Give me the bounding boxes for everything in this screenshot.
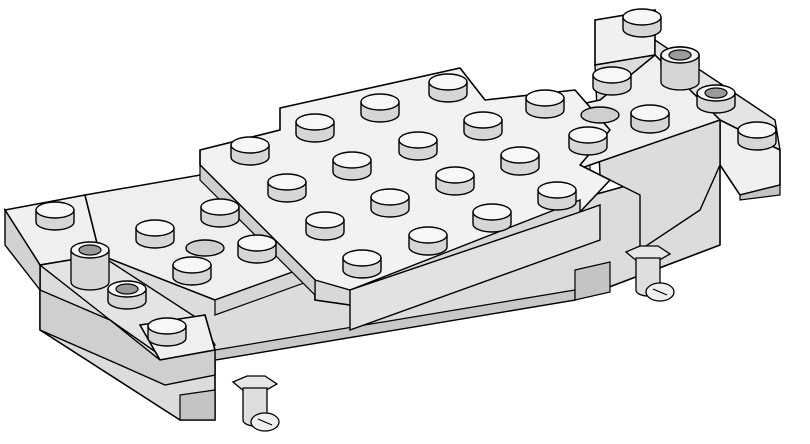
front-axle-pin [231, 375, 280, 432]
rear-axle-pin [624, 245, 675, 302]
bracket-studs [35, 8, 777, 347]
